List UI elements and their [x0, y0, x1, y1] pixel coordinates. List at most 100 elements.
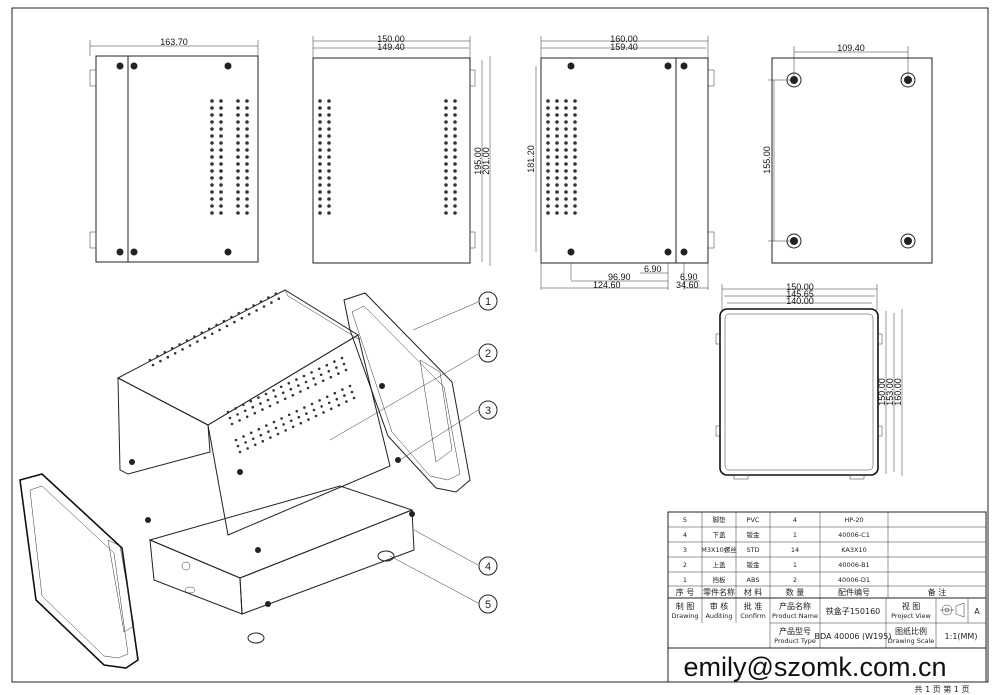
vent-hole: [333, 391, 337, 395]
vent-hole: [546, 134, 550, 138]
vent-hole: [281, 391, 285, 395]
vent-holes-v2: [318, 99, 457, 215]
part-bottom-cover: [148, 485, 415, 615]
vent-hole: [318, 169, 322, 173]
vent-hole: [210, 204, 214, 208]
vent-hole: [555, 204, 559, 208]
vent-hole: [236, 162, 240, 166]
vent-hole: [245, 211, 249, 215]
vent-hole: [304, 380, 308, 384]
part-top-cover: [116, 289, 391, 536]
vent-hole: [264, 392, 268, 396]
vent-hole: [245, 127, 249, 131]
vent-hole: [210, 190, 214, 194]
vent-hole: [210, 332, 214, 336]
vent-hole: [319, 373, 323, 377]
vent-hole: [207, 327, 211, 331]
callout-bubble-4: [478, 556, 498, 576]
vent-hole: [245, 155, 249, 159]
bom-cell: 挡板: [713, 575, 727, 584]
vent-hole: [297, 415, 301, 419]
vent-hole: [236, 169, 240, 173]
vent-hole: [234, 438, 238, 442]
vent-hole: [327, 369, 331, 373]
vent-hole: [546, 211, 550, 215]
vent-hole: [295, 378, 298, 381]
vent-hole: [573, 204, 577, 208]
vent-hole: [289, 387, 293, 391]
vent-hole: [282, 423, 285, 426]
vent-hole: [564, 120, 568, 124]
vent-hole: [444, 183, 448, 187]
vent-hole: [564, 183, 568, 187]
vent-hole: [148, 358, 152, 362]
vent-hole: [453, 211, 457, 215]
vent-hole: [444, 120, 448, 124]
vent-hole: [219, 183, 223, 187]
vent-hole: [555, 113, 559, 117]
vent-hole: [210, 162, 214, 166]
vent-hole: [327, 134, 331, 138]
vent-hole: [453, 113, 457, 117]
vent-hole: [170, 347, 174, 350]
vent-hole: [564, 204, 568, 208]
vent-hole: [444, 106, 448, 110]
foot-pads-v4: [786, 72, 916, 249]
bom-cell: 40006-D1: [838, 576, 870, 584]
vent-hole: [219, 148, 223, 152]
vent-hole: [564, 127, 568, 131]
vent-hole: [230, 422, 234, 426]
vent-hole: [225, 324, 229, 328]
bom-header-mat: 材 料: [744, 587, 763, 597]
vent-hole: [546, 127, 550, 131]
vent-hole: [318, 127, 322, 131]
vent-hole: [314, 383, 317, 386]
bom-header-note: 备 注: [928, 587, 947, 597]
bom-cell: ABS: [747, 576, 760, 584]
vent-hole: [344, 368, 348, 372]
vent-hole: [564, 162, 568, 166]
vent-hole: [564, 176, 568, 180]
vent-hole: [348, 384, 352, 388]
vent-hole: [327, 99, 331, 103]
vent-hole: [564, 99, 568, 103]
vent-hole: [245, 113, 249, 117]
dim-v2-height-195: 195.00: [473, 147, 483, 175]
vent-hole: [210, 176, 214, 180]
vent-hole: [564, 197, 568, 201]
vent-hole: [573, 134, 577, 138]
vent-hole: [253, 411, 257, 415]
bom-cell: 14: [791, 546, 799, 554]
vent-hole: [291, 393, 295, 397]
tb-confirm-en: Confirm: [740, 612, 766, 620]
tb-view-value: A: [974, 607, 980, 616]
vent-hole: [245, 141, 249, 145]
vent-hole: [210, 113, 214, 117]
vent-hole: [245, 197, 249, 201]
vent-hole: [261, 408, 264, 411]
dim-v3-b4: 124.60: [593, 280, 621, 290]
bom-row: 4 下盖 钣金 1 40006-C1: [683, 530, 870, 539]
vent-hole: [245, 183, 249, 187]
vent-hole: [291, 425, 295, 429]
vent-hole: [270, 301, 273, 304]
vent-hole: [219, 120, 223, 124]
contact-email: emily@szomk.com.cn: [684, 652, 947, 682]
vent-hole: [329, 375, 333, 379]
vent-hole: [546, 155, 550, 159]
vent-hole: [215, 323, 218, 327]
vent-hole: [453, 162, 457, 166]
vent-hole: [573, 162, 577, 166]
bom-header-no: 序 号: [676, 587, 695, 597]
vent-hole: [284, 429, 287, 432]
vent-hole: [203, 336, 207, 340]
dim-v5-h3: 160.00: [893, 378, 903, 406]
vent-hole: [262, 305, 266, 308]
vent-hole: [272, 420, 276, 424]
vent-hole: [252, 304, 255, 307]
vent-hole: [453, 204, 457, 208]
vent-hole: [318, 148, 322, 152]
vent-hole: [573, 169, 577, 173]
dim-v3-height: 181.20: [526, 145, 536, 173]
vent-hole: [210, 120, 214, 124]
